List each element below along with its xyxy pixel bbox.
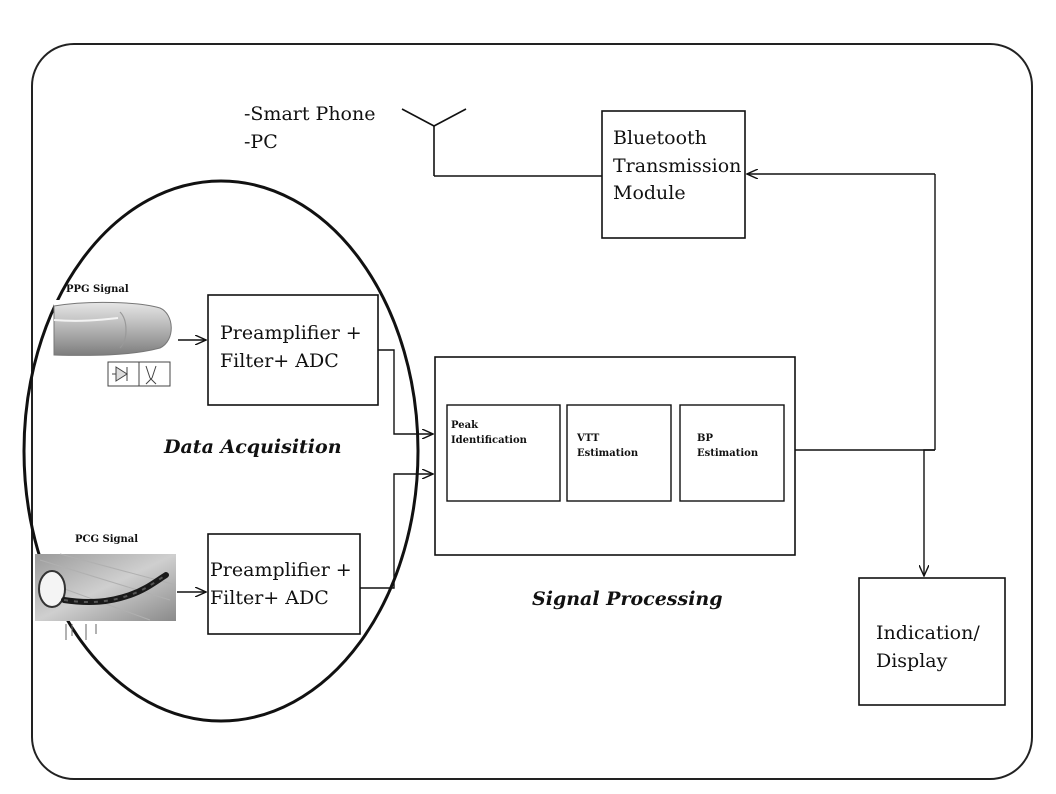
peak-identification-label: Peak Identification <box>451 420 527 446</box>
vtt-estimation-box <box>566 404 672 502</box>
peak-identification-box <box>446 404 561 502</box>
pcg-preamp-label: Preamplifier + Filter+ ADC <box>210 559 352 609</box>
device-pc: -PC <box>244 130 278 153</box>
device-list: -Smart Phone -PC <box>244 101 375 156</box>
pcg-preamp-box <box>207 533 361 635</box>
bluetooth-module-box <box>601 110 746 239</box>
ppg-preamp-label: Preamplifier + Filter+ ADC <box>220 322 362 372</box>
ppg-preamp-box <box>207 294 379 406</box>
ppg-signal-label: PPG Signal <box>66 284 129 295</box>
pcg-to-processing-connector <box>360 474 433 589</box>
pcg-sensor-image <box>35 553 177 640</box>
bluetooth-module-label: Bluetooth Transmission Module <box>613 127 742 205</box>
pcg-signal-label: PCG Signal <box>75 534 139 545</box>
bp-estimation-box <box>679 404 785 502</box>
indication-display-box <box>858 577 1006 706</box>
ppg-to-processing-connector <box>378 349 433 434</box>
data-acquisition-ellipse <box>22 179 420 723</box>
vtt-estimation-label: VTT Estimation <box>577 433 639 459</box>
bus-to-display-arrow <box>924 449 935 576</box>
indication-display-label: Indication/ Display <box>876 622 980 672</box>
signal-processing-label: Signal Processing <box>532 588 723 610</box>
antenna-icon <box>401 108 602 177</box>
outer-frame <box>31 43 1033 780</box>
ppg-sensor-icon <box>107 361 171 387</box>
device-smart-phone: -Smart Phone <box>244 103 376 125</box>
ppg-finger-image <box>53 300 178 360</box>
bp-estimation-label: BP Estimation <box>697 433 759 459</box>
data-acquisition-label: Data Acquisition <box>164 436 342 458</box>
